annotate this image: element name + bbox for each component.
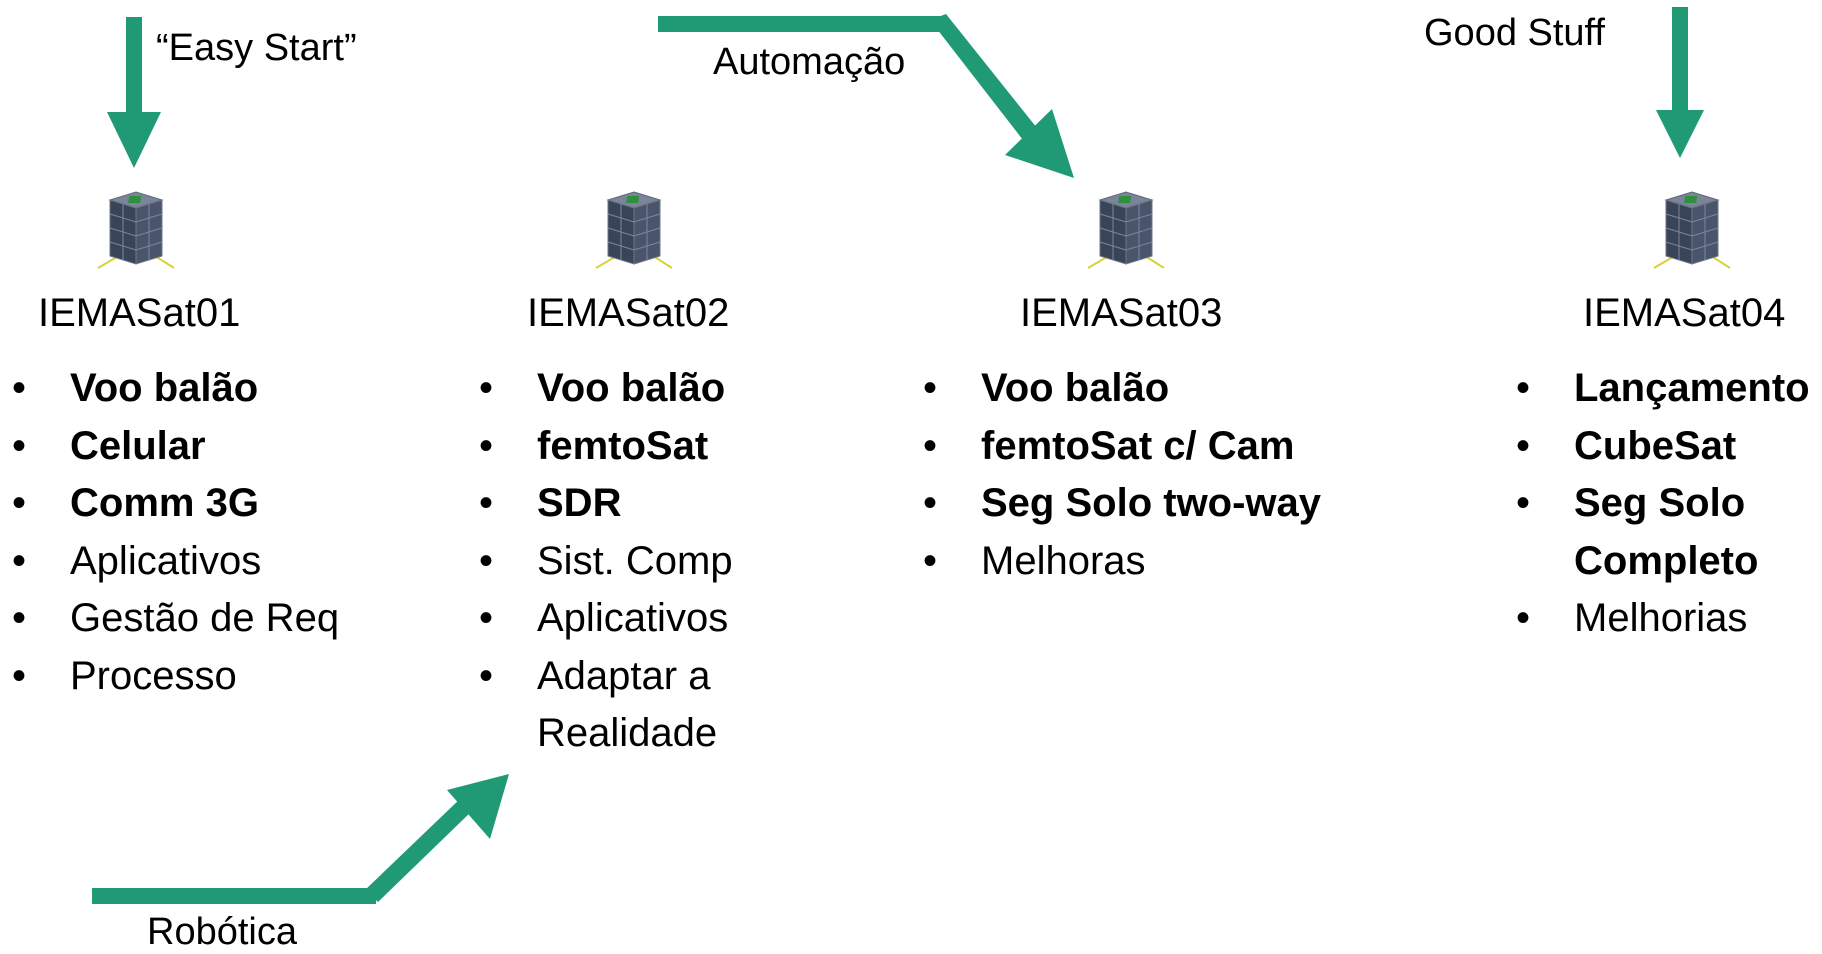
cubesat-icon [595,191,673,269]
satellite-name-3: IEMASat03 [1020,291,1223,335]
list-item: Voo balão [12,360,392,418]
list-item: femtoSat [479,418,769,476]
list-item: Adaptar a Realidade [479,648,769,763]
robotica-arrow [92,774,509,904]
satellite-4-items: LançamentoCubeSatSeg Solo CompletoMelhor… [1516,360,1816,648]
easy-start-label: “Easy Start” [156,27,357,69]
list-item: Comm 3G [12,475,392,533]
list-item: Voo balão [479,360,769,418]
cubesat-icon [1087,191,1165,269]
automacao-label: Automação [713,41,906,83]
list-item: Aplicativos [12,533,392,591]
list-item: Processo [12,648,392,706]
list-item: femtoSat c/ Cam [923,418,1343,476]
list-item: Seg Solo two-way [923,475,1343,533]
good-stuff-label: Good Stuff [1424,12,1605,54]
cubesat-icon [1653,191,1731,269]
list-item: Celular [12,418,392,476]
satellite-name-4: IEMASat04 [1583,291,1786,335]
list-item: CubeSat [1516,418,1816,476]
easy-start-arrow [107,17,161,168]
good-stuff-arrow [1656,7,1704,158]
list-item: Melhorias [1516,590,1816,648]
list-item: Aplicativos [479,590,769,648]
cubesat-icon [97,191,175,269]
list-item: SDR [479,475,769,533]
list-item: Gestão de Req [12,590,392,648]
list-item: Seg Solo Completo [1516,475,1816,590]
satellite-1-items: Voo balãoCelularComm 3GAplicativosGestão… [12,360,392,705]
list-item: Lançamento [1516,360,1816,418]
satellite-name-1: IEMASat01 [38,291,241,335]
list-item: Voo balão [923,360,1343,418]
automacao-arrow [658,14,1074,178]
satellite-name-2: IEMASat02 [527,291,730,335]
list-item: Melhoras [923,533,1343,591]
satellite-3-items: Voo balãofemtoSat c/ CamSeg Solo two-way… [923,360,1343,590]
satellite-2-items: Voo balãofemtoSatSDRSist. CompAplicativo… [479,360,769,763]
robotica-label: Robótica [147,911,297,953]
list-item: Sist. Comp [479,533,769,591]
